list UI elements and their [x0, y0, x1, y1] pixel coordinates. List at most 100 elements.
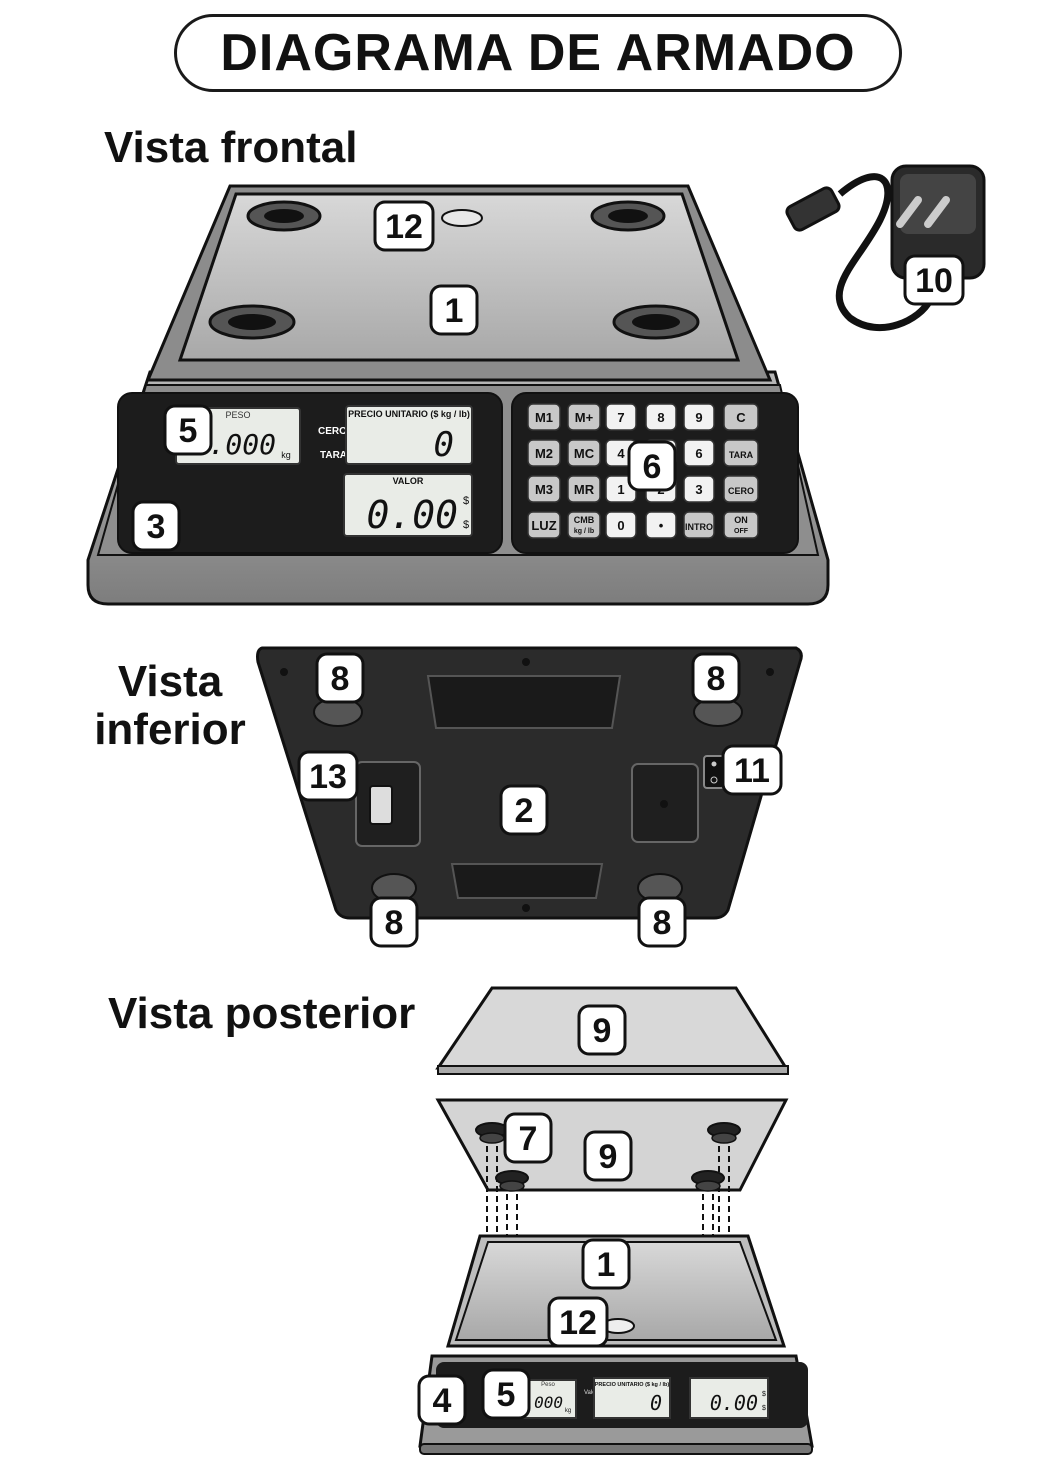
- power-adapter: [785, 164, 986, 331]
- callout-2: 2: [499, 784, 549, 836]
- heading-vista-frontal: Vista frontal: [104, 123, 358, 172]
- svg-text:INTRO: INTRO: [685, 522, 713, 532]
- weight-header: PESO: [225, 410, 250, 420]
- key-9: 9: [683, 403, 715, 431]
- total-currency-top: $: [463, 495, 469, 507]
- svg-text:7: 7: [617, 410, 624, 425]
- svg-text:13: 13: [309, 758, 347, 796]
- tara-indicator: TARA: [320, 450, 347, 461]
- svg-text:9: 9: [695, 410, 702, 425]
- key-6: 6: [683, 439, 715, 467]
- callout-12: 12: [373, 200, 435, 252]
- svg-text:MC: MC: [574, 446, 595, 461]
- bottom-view-scale: [256, 646, 803, 920]
- key-on-off: ON OFF: [723, 511, 759, 539]
- callout-10: 10: [903, 254, 965, 306]
- key-m3: M3: [527, 475, 561, 503]
- rear-total-value: 0.00: [710, 1391, 758, 1415]
- svg-text:5: 5: [497, 1376, 516, 1414]
- key-cmb-kg-/-lb: CMB kg / lb: [567, 511, 601, 539]
- diagram-title: DIAGRAMA DE ARMADO: [220, 24, 856, 82]
- key-8: 8: [645, 403, 677, 431]
- svg-text:1: 1: [617, 482, 624, 497]
- svg-text:10: 10: [915, 262, 953, 300]
- svg-text:LUZ: LUZ: [531, 518, 556, 533]
- unit-price-lcd: [345, 405, 473, 465]
- rear-unit-price-header: PRECIO UNITARIO ($ kg / lb): [595, 1382, 670, 1388]
- svg-text:4: 4: [617, 446, 625, 461]
- svg-text:2: 2: [515, 792, 534, 830]
- unit-price-header: PRECIO UNITARIO ($ kg / lb): [348, 409, 470, 419]
- svg-text:kg / lb: kg / lb: [574, 528, 594, 535]
- callout-1: 1: [429, 284, 479, 336]
- callout-9: 9: [583, 1130, 633, 1182]
- weight-unit: kg: [281, 450, 291, 460]
- svg-text:8: 8: [707, 660, 726, 698]
- svg-text:1: 1: [445, 292, 464, 330]
- title-box: DIAGRAMA DE ARMADO: [174, 14, 902, 92]
- tray-foot-top-right: [590, 200, 666, 232]
- svg-text:M1: M1: [535, 410, 553, 425]
- total-header: VALOR: [393, 476, 424, 486]
- key-dot: •: [645, 511, 677, 539]
- callout-7: 7: [503, 1112, 553, 1164]
- key-mc: MC: [567, 439, 601, 467]
- callout-8: 8: [691, 652, 741, 704]
- svg-text:M3: M3: [535, 482, 553, 497]
- svg-text:M+: M+: [575, 410, 594, 425]
- key-m1: M1: [527, 403, 561, 431]
- rear-total-lcd: [689, 1377, 769, 1419]
- front-view-scale: PESO 0.000 kg CERO TARA PRECIO UNITARIO …: [86, 184, 830, 606]
- svg-text:9: 9: [593, 1012, 612, 1050]
- svg-text:CMB: CMB: [574, 515, 595, 525]
- svg-text:8: 8: [385, 904, 404, 942]
- svg-text:CERO: CERO: [728, 486, 754, 496]
- svg-text:8: 8: [331, 660, 350, 698]
- key-cero: CERO: [723, 475, 759, 503]
- rear-view-exploded: Peso 0.000 kg Valor PRECIO UNITARIO ($ k…: [418, 986, 814, 1455]
- key-mr: MR: [567, 475, 601, 503]
- svg-text:•: •: [659, 518, 664, 533]
- svg-text:8: 8: [657, 410, 664, 425]
- svg-text:7: 7: [519, 1120, 538, 1158]
- svg-text:ON: ON: [734, 515, 748, 525]
- callout-13: 13: [297, 750, 359, 802]
- cero-indicator: CERO: [318, 426, 347, 437]
- key-c: C: [723, 403, 759, 431]
- callout-12: 12: [547, 1296, 609, 1348]
- tray-foot-top-left: [246, 200, 322, 232]
- tray-foot-bottom-left: [208, 304, 296, 340]
- key-0: 0: [605, 511, 637, 539]
- key-m2: M2: [527, 439, 561, 467]
- callout-8: 8: [637, 896, 687, 948]
- callout-11: 11: [721, 744, 783, 796]
- callout-9: 9: [577, 1004, 627, 1056]
- callout-8: 8: [315, 652, 365, 704]
- level-bubble: [441, 209, 483, 227]
- svg-text:6: 6: [643, 448, 662, 486]
- svg-text:C: C: [736, 410, 746, 425]
- svg-text:MR: MR: [574, 482, 595, 497]
- svg-text:0: 0: [617, 518, 624, 533]
- svg-text:OFF: OFF: [734, 528, 749, 535]
- tray-foot-bottom-right: [612, 304, 700, 340]
- heading-vista-inferior: Vista inferior: [94, 657, 246, 755]
- callout-5: 5: [481, 1368, 531, 1420]
- key-3: 3: [683, 475, 715, 503]
- rear-currency-top: $: [762, 1391, 766, 1398]
- svg-text:8: 8: [653, 904, 672, 942]
- svg-text:3: 3: [695, 482, 702, 497]
- heading-vista-posterior: Vista posterior: [108, 989, 416, 1038]
- svg-text:1: 1: [597, 1246, 616, 1284]
- svg-text:6: 6: [695, 446, 702, 461]
- rear-mid-label: Valor: [584, 1390, 598, 1396]
- rear-weight-header: Peso: [541, 1382, 555, 1388]
- total-lcd: [343, 473, 473, 537]
- rear-unit-price-value: 0: [650, 1391, 662, 1415]
- callout-8: 8: [369, 896, 419, 948]
- svg-text:3: 3: [147, 508, 166, 546]
- callout-5: 5: [163, 404, 213, 456]
- key-intro: INTRO: [683, 511, 715, 539]
- svg-text:TARA: TARA: [729, 450, 754, 460]
